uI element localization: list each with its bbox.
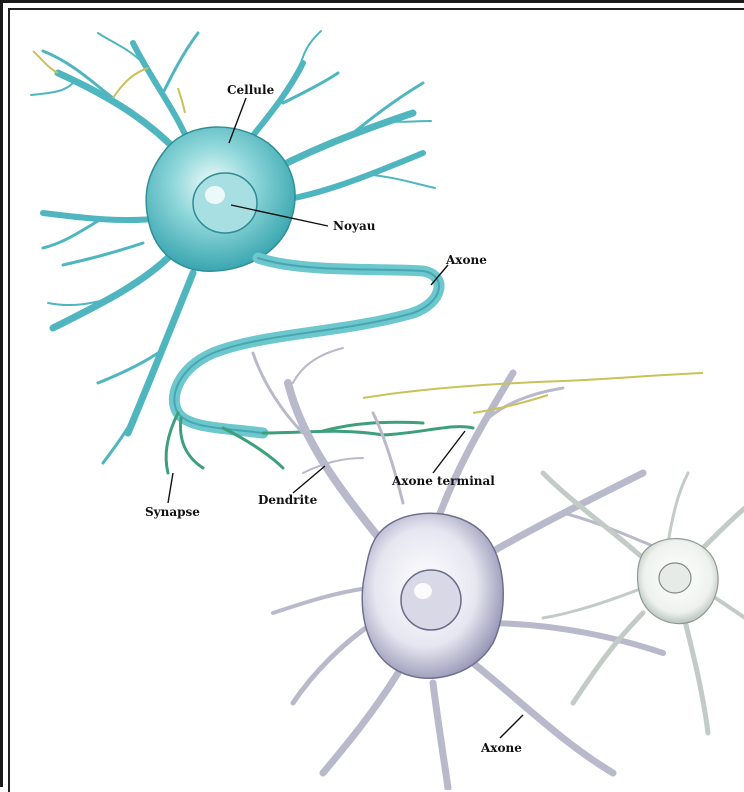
label-axone-terminal: Axone terminal xyxy=(392,474,495,488)
label-noyau: Noyau xyxy=(333,219,375,233)
neuron-2-nucleus xyxy=(401,570,461,630)
neuron-1-axon xyxy=(174,258,439,433)
neuron-1-nucleus xyxy=(193,173,257,233)
neuron-2 xyxy=(253,348,703,788)
leader-axone-bottom xyxy=(500,715,523,738)
label-axone-top: Axone xyxy=(446,253,487,267)
label-axone-bottom: Axone xyxy=(481,741,522,755)
neuron-2-dendrite-tips xyxy=(363,373,703,413)
leader-synapse xyxy=(168,473,173,503)
neuron-1 xyxy=(31,31,473,473)
neuron-3-nucleus xyxy=(659,563,691,593)
neuron-illustration xyxy=(3,3,744,790)
label-dendrite: Dendrite xyxy=(258,493,317,507)
neuron-1-dendrite-tips xyxy=(33,51,185,113)
label-synapse: Synapse xyxy=(145,505,200,519)
label-cellule: Cellule xyxy=(227,83,274,97)
